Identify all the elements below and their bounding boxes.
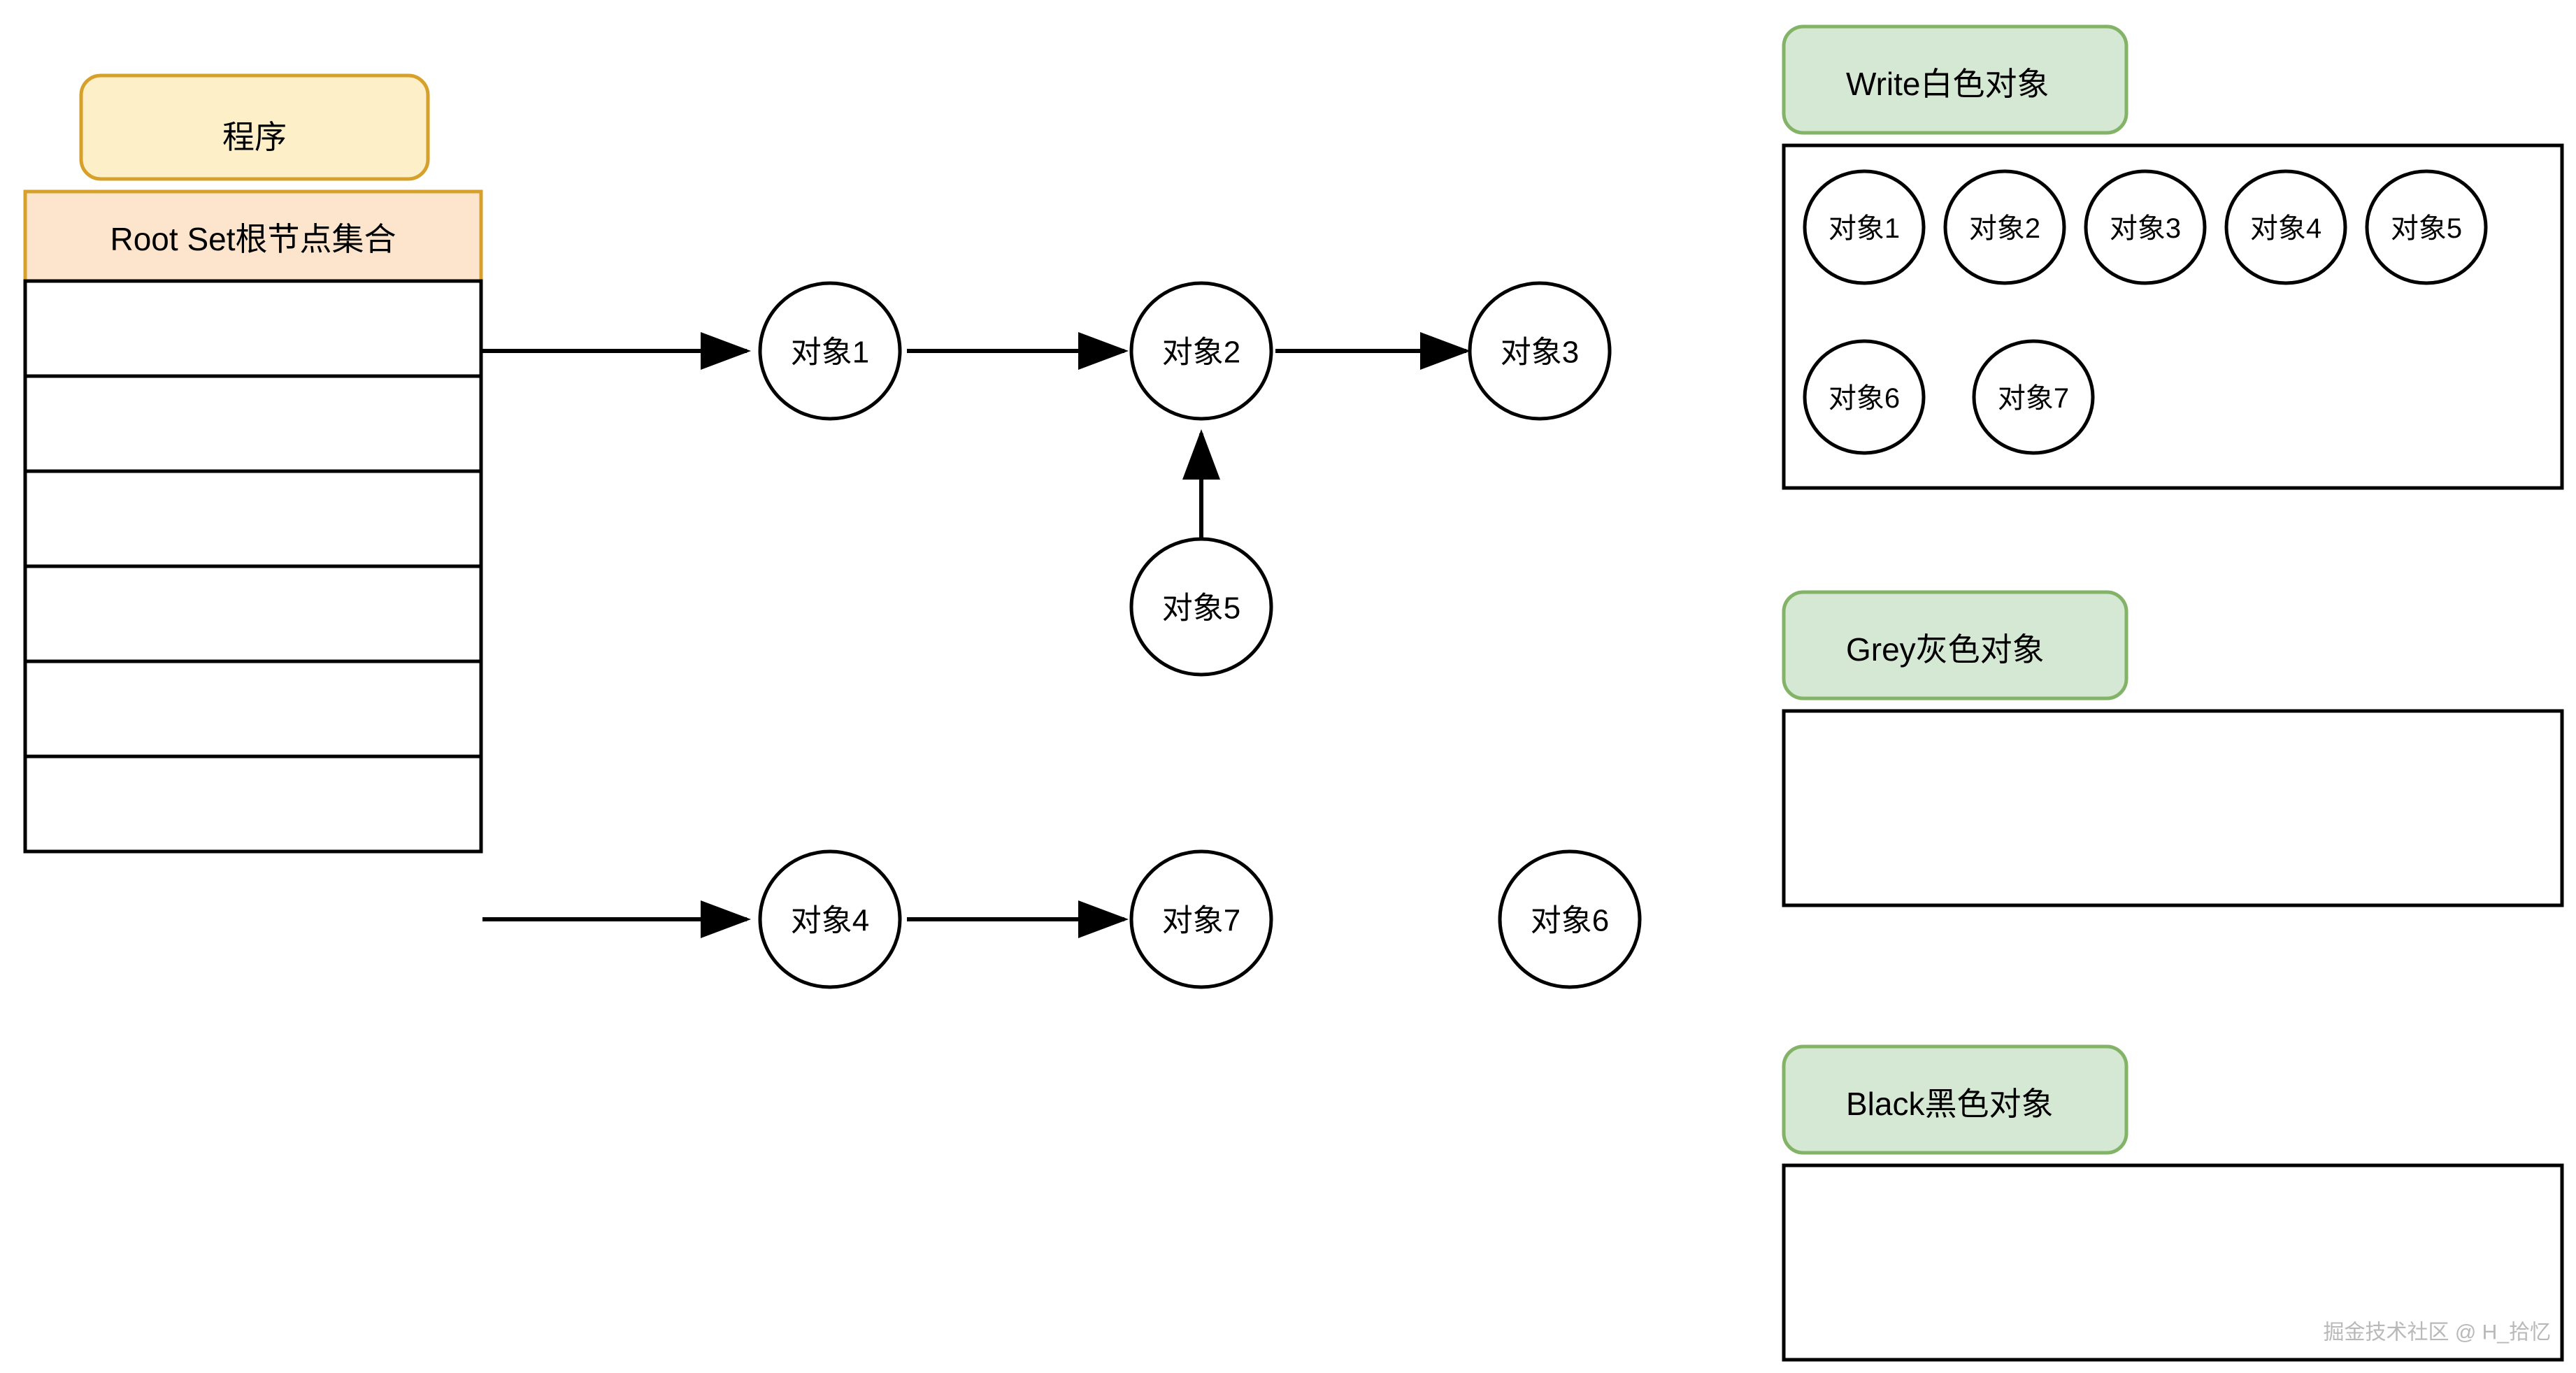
panel-white: Write白色对象 对象1 对象2 对象3 对象4 对象5	[1782, 24, 2564, 490]
obj2-label: 对象2	[1162, 336, 1240, 370]
graph-node-obj7[interactable]: 对象7	[1129, 849, 1273, 989]
white-obj5-label: 对象5	[2391, 213, 2462, 244]
white-obj7-circle	[1972, 339, 2095, 455]
white-obj3-label: 对象3	[2110, 213, 2181, 244]
obj5-circle	[1129, 537, 1273, 677]
white-obj4-label: 对象4	[2250, 213, 2321, 244]
white-obj-6[interactable]: 对象6	[1803, 339, 1926, 455]
white-obj1-circle	[1803, 169, 1926, 285]
graph-node-obj4[interactable]: 对象4	[758, 849, 902, 989]
root-set-header-box	[23, 189, 483, 283]
obj4-label: 对象4	[791, 904, 869, 938]
obj7-label: 对象7	[1162, 904, 1240, 938]
white-obj-2[interactable]: 对象2	[1943, 169, 2066, 285]
root-set-row[interactable]	[23, 754, 483, 854]
root-set-row[interactable]	[23, 659, 483, 759]
white-obj-4[interactable]: 对象4	[2224, 169, 2347, 285]
panel-grey: Grey灰色对象	[1782, 590, 2564, 907]
obj1-circle	[758, 281, 902, 421]
grey-panel-title-label: Grey灰色对象	[1846, 631, 2045, 668]
obj7-circle	[1129, 849, 1273, 989]
root-set-group: Root Set根节点集合	[23, 189, 483, 854]
panel-black: Black黑色对象	[1782, 1044, 2564, 1362]
white-obj-7[interactable]: 对象7	[1972, 339, 2095, 455]
program-label: 程序	[222, 119, 287, 155]
grey-panel-title-box[interactable]	[1782, 590, 2128, 700]
white-obj-1[interactable]: 对象1	[1803, 169, 1926, 285]
black-panel-title-label: Black黑色对象	[1846, 1086, 2053, 1122]
graph-node-obj1[interactable]: 对象1	[758, 281, 902, 421]
root-set-row[interactable]	[23, 564, 483, 663]
obj6-circle	[1498, 849, 1642, 989]
black-panel-box	[1782, 1163, 2564, 1362]
program-node[interactable]: 程序	[79, 73, 430, 181]
white-obj7-label: 对象7	[1998, 383, 2069, 414]
white-obj1-label: 对象1	[1829, 213, 1900, 244]
obj1-label: 对象1	[791, 336, 869, 370]
black-panel-title-box[interactable]	[1782, 1044, 2128, 1155]
graph-node-obj5[interactable]: 对象5	[1129, 537, 1273, 677]
program-box-shape	[79, 73, 430, 181]
watermark-label: 掘金技术社区 @ H_拾忆	[2324, 1321, 2551, 1344]
white-obj6-circle	[1803, 339, 1926, 455]
grey-panel-box	[1782, 709, 2564, 907]
white-obj3-circle	[2084, 169, 2207, 285]
obj4-circle	[758, 849, 902, 989]
obj6-label: 对象6	[1531, 904, 1609, 938]
obj2-circle	[1129, 281, 1273, 421]
white-panel-title-box[interactable]	[1782, 24, 2128, 135]
white-obj-3[interactable]: 对象3	[2084, 169, 2207, 285]
white-obj5-circle	[2365, 169, 2488, 285]
obj5-label: 对象5	[1162, 591, 1240, 626]
root-set-row[interactable]	[23, 279, 483, 378]
graph-node-obj2[interactable]: 对象2	[1129, 281, 1273, 421]
graph-node-obj6[interactable]: 对象6	[1498, 849, 1642, 989]
white-obj-5[interactable]: 对象5	[2365, 169, 2488, 285]
white-obj2-circle	[1943, 169, 2066, 285]
root-set-row[interactable]	[23, 469, 483, 568]
obj3-circle	[1468, 281, 1612, 421]
white-panel-title-label: Write白色对象	[1846, 66, 2049, 102]
white-obj6-label: 对象6	[1829, 383, 1900, 414]
graph-node-obj3[interactable]: 对象3	[1468, 281, 1612, 421]
root-set-row[interactable]	[23, 374, 483, 473]
obj3-label: 对象3	[1501, 336, 1579, 370]
white-obj4-circle	[2224, 169, 2347, 285]
white-obj2-label: 对象2	[1969, 213, 2040, 244]
root-set-header-label: Root Set根节点集合	[110, 221, 396, 257]
